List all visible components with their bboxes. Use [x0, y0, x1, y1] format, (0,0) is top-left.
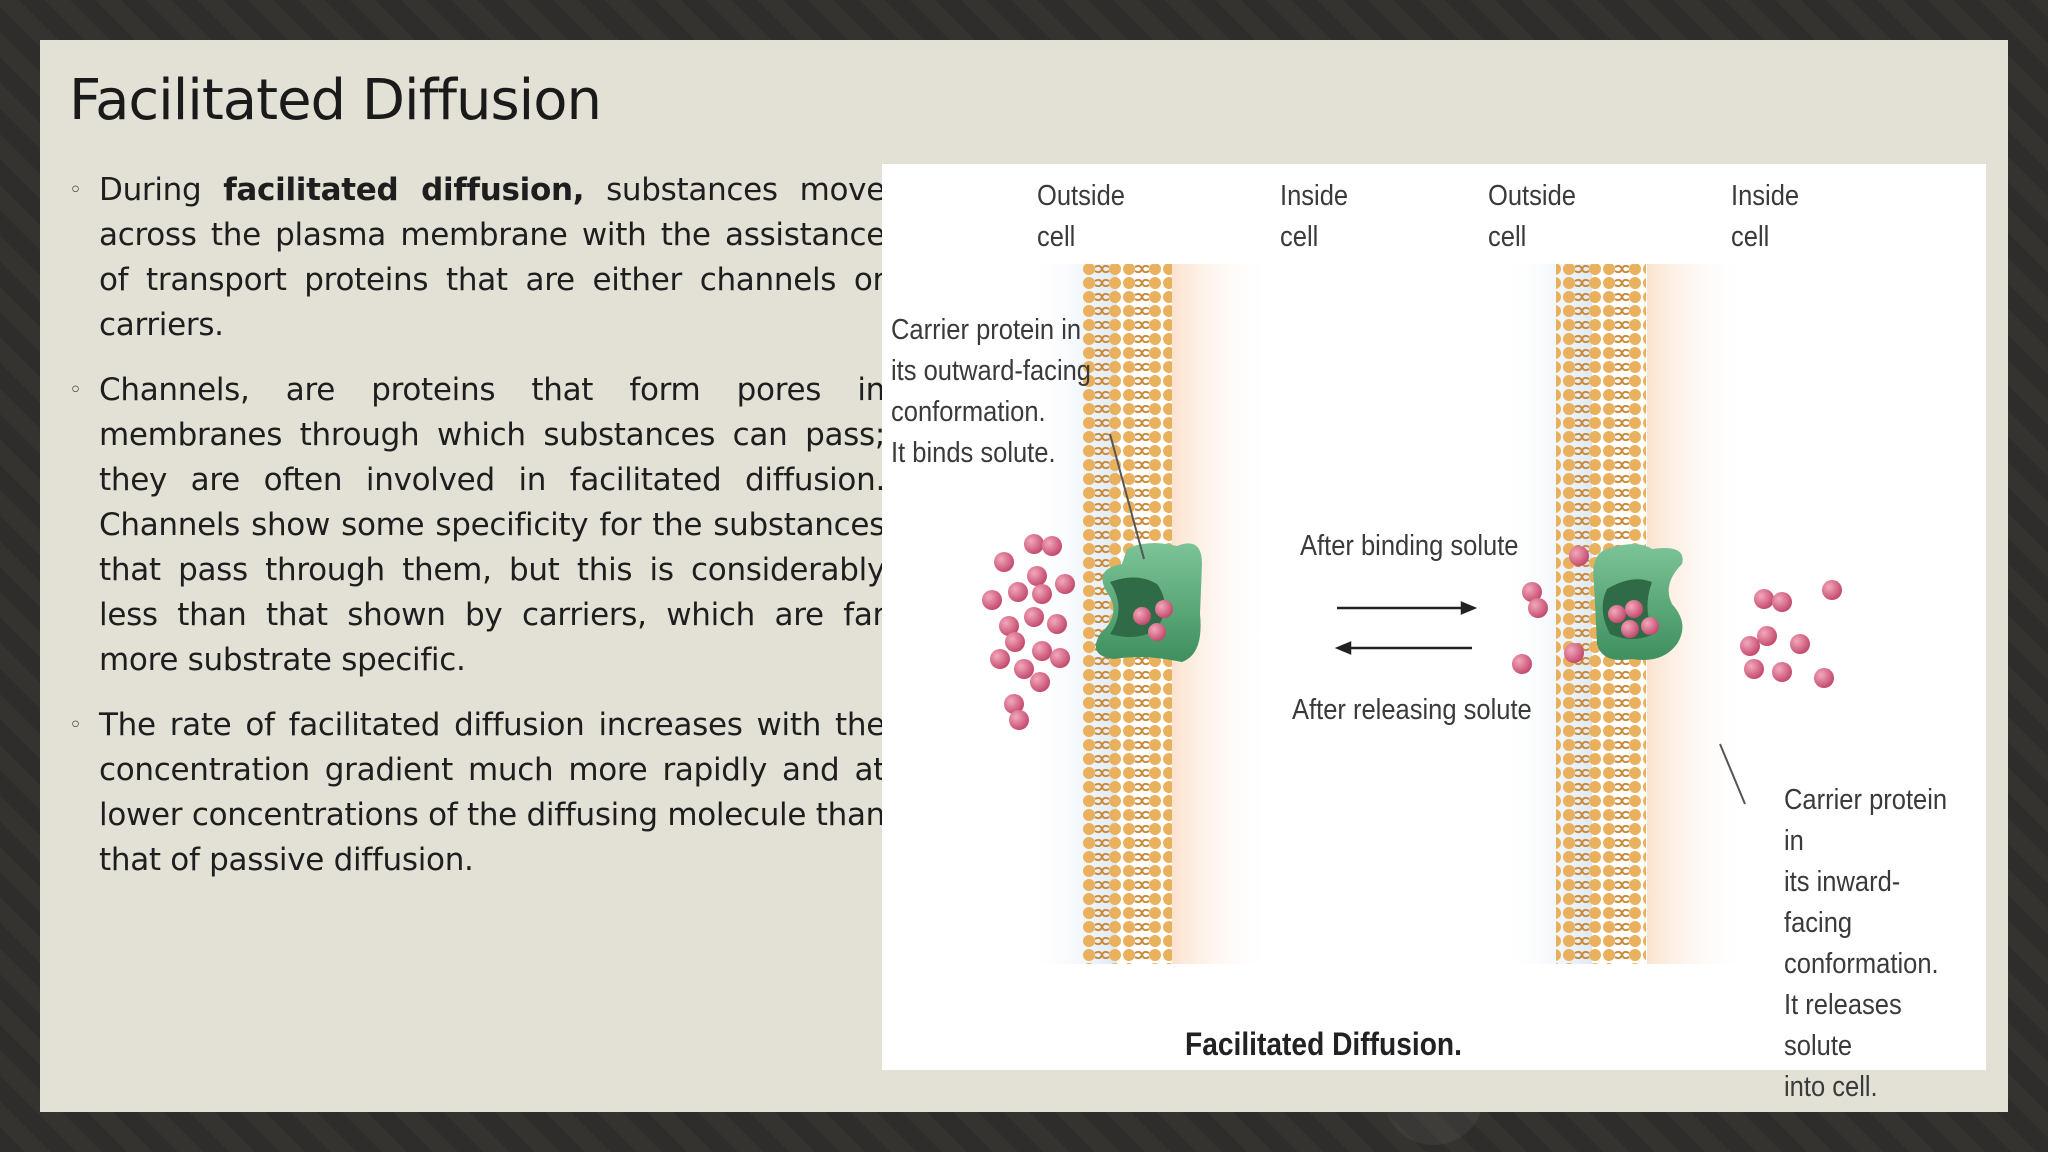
bullet-text-rest: substances move across the plasma membra…	[99, 172, 885, 343]
bullet-marker: ◦	[69, 713, 82, 738]
slide-title: Facilitated Diffusion	[69, 68, 602, 133]
label-carrier-inward: Carrier protein in its inward-facing con…	[1784, 784, 1948, 1103]
slide: Facilitated Diffusion ◦ During facilitat…	[40, 40, 2008, 1112]
leader-line-inward	[1719, 743, 1746, 805]
carrier-protein-inward	[1593, 544, 1683, 660]
bullet-item: ◦ The rate of facilitated diffusion incr…	[69, 703, 885, 883]
facilitated-diffusion-figure: Outside cell Inside cell Outside cell In…	[882, 164, 1986, 1103]
bullet-text: During	[99, 172, 224, 208]
diagram-svg	[982, 264, 1842, 964]
membrane-left	[1027, 264, 1272, 964]
label-inside-cell-left: Inside cell	[1280, 180, 1349, 253]
solute-particles-right	[1512, 546, 1842, 688]
label-after-binding: After binding solute	[1300, 530, 1519, 562]
label-carrier-outward: Carrier protein in its outward-facing co…	[891, 314, 1092, 469]
equilibrium-arrows	[1334, 601, 1478, 655]
label-outside-cell-right: Outside cell	[1488, 180, 1576, 253]
bullet-list: ◦ During facilitated diffusion, substanc…	[69, 168, 885, 903]
solute-particles-left	[982, 534, 1075, 730]
label-after-releasing: After releasing solute	[1292, 694, 1532, 726]
bullet-bold-term: facilitated diffusion,	[223, 172, 585, 208]
bullet-marker: ◦	[69, 178, 82, 203]
figure-caption: Facilitated Diffusion.	[1185, 1026, 1462, 1062]
leader-line-outward	[1109, 433, 1145, 560]
carrier-protein-outward	[1095, 543, 1202, 662]
bullet-item: ◦ During facilitated diffusion, substanc…	[69, 168, 885, 348]
bullet-text: The rate of facilitated diffusion increa…	[99, 707, 885, 878]
label-inside-cell-right: Inside cell	[1731, 180, 1800, 253]
bullet-item: ◦ Channels, are proteins that form pores…	[69, 368, 885, 683]
label-outside-cell-left: Outside cell	[1037, 180, 1125, 253]
bullet-text: Channels, are proteins that form pores i…	[99, 372, 885, 678]
bullet-marker: ◦	[69, 378, 82, 403]
